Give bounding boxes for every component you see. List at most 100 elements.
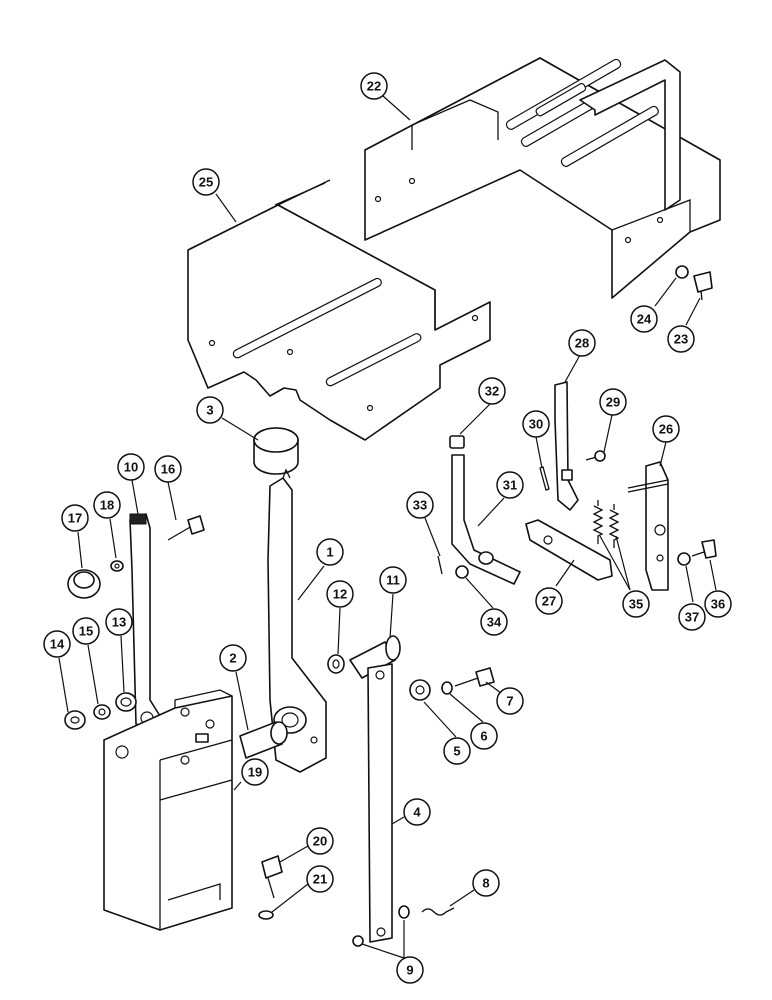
part-34-washer [455,565,469,579]
part-35-spring-right [608,504,620,548]
part-12-washer [327,654,345,674]
leader-5 [423,701,457,738]
leader-3 [221,417,259,441]
leader-36 [709,559,717,591]
callout-16: 16 [154,455,182,483]
part-32-cap [449,435,465,449]
callout-26: 26 [652,415,680,443]
callout-11: 11 [379,566,407,594]
part-30-pin [539,466,550,491]
callout-14: 14 [43,630,71,658]
callout-28: 28 [568,329,596,357]
part-27-slide-plate [525,519,613,581]
leader-19 [233,781,242,791]
svg-text:16: 16 [161,462,175,477]
callout-21: 21 [306,865,334,893]
callout-13: 13 [105,608,133,636]
svg-text:32: 32 [485,384,499,399]
part-7-bolt [454,667,495,687]
part-26-side-plate [627,461,669,591]
part-4-rod [367,663,393,943]
callout-35: 35 [622,590,650,618]
svg-text:30: 30 [529,417,543,432]
svg-text:14: 14 [50,637,65,652]
part-6-washer [441,681,453,695]
callout-27: 27 [535,587,563,615]
callout-4: 4 [403,798,431,826]
svg-text:2: 2 [229,651,236,666]
callout-33: 33 [406,491,434,519]
part-2-bushing [239,721,288,759]
leader-14 [58,657,69,713]
part-35-spring-left [592,500,604,544]
callout-8: 8 [472,869,500,897]
svg-text:24: 24 [637,312,652,327]
leader-17 [77,531,83,569]
callout-10: 10 [117,453,145,481]
svg-text:23: 23 [674,332,688,347]
leader-21 [271,883,309,913]
callout-2: 2 [219,644,247,672]
callout-18: 18 [93,491,121,519]
callout-20: 20 [306,827,334,855]
part-24-washer [675,265,689,279]
svg-text:26: 26 [659,422,673,437]
callout-29: 29 [599,388,627,416]
svg-text:13: 13 [112,615,126,630]
svg-text:33: 33 [413,498,427,513]
part-11-shoulder-bolt [349,635,401,679]
part-21-washer [258,910,274,920]
leader-lines [58,95,717,959]
svg-text:4: 4 [413,805,421,820]
svg-text:17: 17 [68,511,82,526]
svg-text:27: 27 [542,594,556,609]
svg-text:15: 15 [79,624,93,639]
svg-text:31: 31 [503,478,517,493]
svg-text:11: 11 [386,573,400,588]
part-16-bolt [167,515,205,541]
svg-text:20: 20 [313,834,327,849]
leader-13 [120,635,125,693]
part-8-clip [421,907,455,916]
leader-35a [599,535,631,591]
svg-text:3: 3 [206,403,213,418]
part-23-bolt [693,271,713,301]
leader-8 [449,889,475,907]
part-15-washer [93,704,111,720]
callout-23: 23 [667,325,695,353]
svg-text:37: 37 [685,610,699,625]
callout-5: 5 [443,737,471,765]
svg-text:36: 36 [711,597,725,612]
svg-text:28: 28 [575,336,589,351]
callout-25: 25 [192,168,220,196]
callout-7: 7 [496,687,524,715]
callout-15: 15 [72,617,100,645]
leader-25 [215,193,237,223]
svg-text:12: 12 [333,587,347,602]
leader-31 [477,497,505,527]
svg-text:18: 18 [100,498,114,513]
callout-37: 37 [678,603,706,631]
svg-text:29: 29 [606,395,620,410]
part-31-linkage-rod [451,454,521,585]
leader-26 [659,441,667,467]
leader-37 [685,565,694,603]
svg-text:9: 9 [406,963,413,978]
leader-29 [603,414,613,453]
callout-22: 22 [360,72,388,100]
leader-23 [685,297,701,326]
leader-27 [555,559,575,587]
svg-text:5: 5 [453,744,460,759]
leader-30 [535,436,543,469]
part-37-washer [677,552,691,566]
leader-11 [389,593,394,639]
svg-text:6: 6 [480,729,487,744]
part-29-pin [585,450,606,462]
part-22-upper-bracket [364,57,721,299]
part-17-knurled-knob [67,569,101,599]
callout-3: 3 [196,396,224,424]
leader-4 [391,816,405,825]
leader-32 [459,403,491,435]
leader-18 [109,518,117,559]
part-13-washer [115,692,137,712]
